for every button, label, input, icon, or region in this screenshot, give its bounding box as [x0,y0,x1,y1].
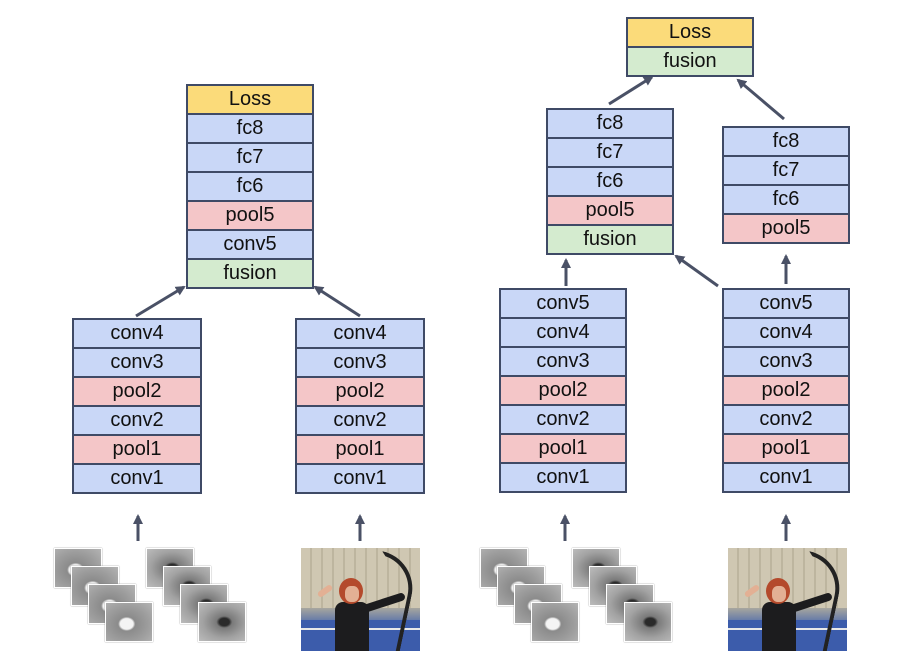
layer-fusion: fusion [626,46,754,77]
layer-pool5: pool5 [546,195,674,226]
layer-conv4: conv4 [295,318,425,349]
layer-conv1: conv1 [72,463,202,494]
layer-pool1: pool1 [72,434,202,465]
layer-pool2: pool2 [722,375,850,406]
layer-fc7: fc7 [722,155,850,186]
right-diagram-right-fc-stack: fc8 fc7 fc6 pool5 [722,126,850,244]
layer-conv2: conv2 [72,405,202,436]
layer-conv5: conv5 [499,288,627,319]
layer-pool2: pool2 [499,375,627,406]
layer-conv5: conv5 [186,229,314,260]
layer-conv2: conv2 [295,405,425,436]
layer-pool2: pool2 [72,376,202,407]
layer-conv1: conv1 [295,463,425,494]
layer-conv1: conv1 [722,462,850,493]
layer-fc8: fc8 [546,108,674,139]
flow-frame [531,602,579,642]
layer-conv1: conv1 [499,462,627,493]
layer-fc7: fc7 [546,137,674,168]
right-diagram-flow-stream: conv5 conv4 conv3 pool2 conv2 pool1 conv… [499,288,627,493]
layer-pool2: pool2 [295,376,425,407]
layer-fc7: fc7 [186,142,314,173]
layer-fc6: fc6 [546,166,674,197]
layer-conv3: conv3 [295,347,425,378]
layer-pool1: pool1 [499,433,627,464]
arrow-right-fc-to-top-fusion [736,78,785,121]
flow-frame [624,602,672,642]
layer-conv4: conv4 [499,317,627,348]
right-diagram-rgb-stream: conv5 conv4 conv3 pool2 conv2 pool1 conv… [722,288,850,493]
arrow-right-conv-to-fusion [674,254,719,288]
layer-fc8: fc8 [722,126,850,157]
layer-fc6: fc6 [186,171,314,202]
layer-fc8: fc8 [186,113,314,144]
arrow-right-stream-to-fusion [313,285,361,318]
left-top-stack: Loss fc8 fc7 fc6 pool5 conv5 fusion [186,84,314,289]
layer-conv3: conv3 [499,346,627,377]
layer-conv4: conv4 [72,318,202,349]
layer-conv5: conv5 [722,288,850,319]
arrow-left-fc-to-top-fusion [608,75,654,106]
layer-conv3: conv3 [722,346,850,377]
layer-pool5: pool5 [722,213,850,244]
right-diagram-left-fc-stack: fc8 fc7 fc6 pool5 fusion [546,108,674,255]
layer-conv3: conv3 [72,347,202,378]
layer-pool1: pool1 [722,433,850,464]
arrow-left-stream-to-fusion [135,285,186,318]
layer-loss: Loss [186,84,314,115]
flow-frame [198,602,246,642]
layer-loss: Loss [626,17,754,48]
layer-pool1: pool1 [295,434,425,465]
layer-conv4: conv4 [722,317,850,348]
right-top-stack: Loss fusion [626,17,754,77]
layer-fc6: fc6 [722,184,850,215]
left-diagram-rgb-stream: conv4 conv3 pool2 conv2 pool1 conv1 [295,318,425,494]
layer-conv2: conv2 [722,404,850,435]
rgb-input-image [728,548,847,651]
rgb-input-image [301,548,420,651]
layer-fusion: fusion [186,258,314,289]
left-diagram-flow-stream: conv4 conv3 pool2 conv2 pool1 conv1 [72,318,202,494]
flow-frame [105,602,153,642]
layer-fusion: fusion [546,224,674,255]
layer-pool5: pool5 [186,200,314,231]
layer-conv2: conv2 [499,404,627,435]
